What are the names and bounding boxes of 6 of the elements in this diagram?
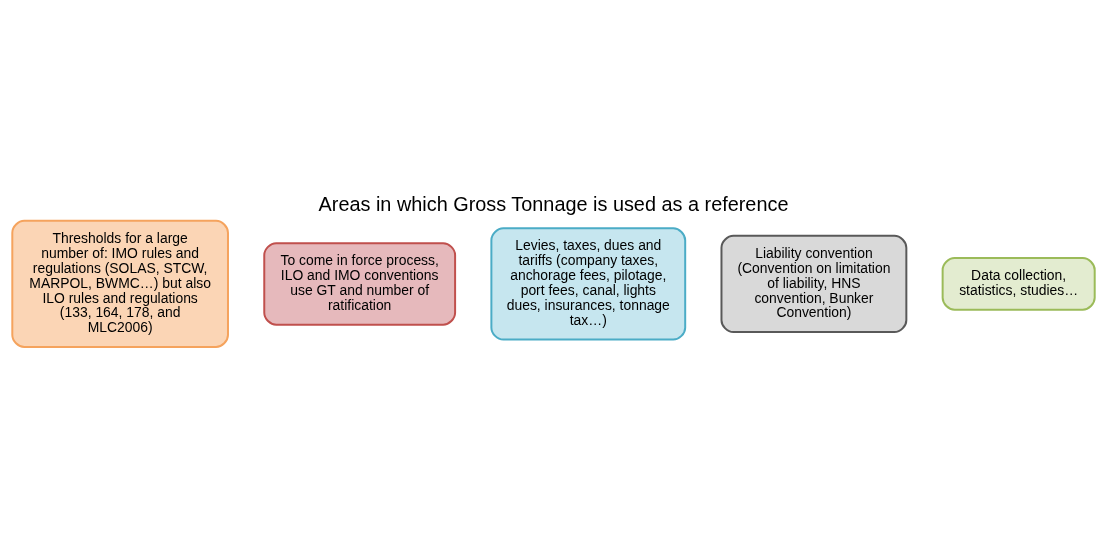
diagram-title: Areas in which Gross Tonnage is used as a reference: [318, 192, 789, 215]
node-box: To come in force process, ILO and IMO conventions use GT and number of ratification: [263, 241, 457, 326]
node-box: Levies, taxes, dues and tariffs (company taxes, anchorage fees, pilotage, port fees, canal, lights dues, insurances, tonnage tax…): [490, 226, 687, 341]
node-box: Liability convention (Convention on limitation of liability, HNS convention, Bunker Convention): [720, 234, 908, 333]
node-box: Data collection, statistics, studies…: [941, 256, 1096, 311]
node-box: Thresholds for a large number of: IMO rules and regulations (SOLAS, STCW, MARPOL, BWMC…) but also ILO rules and regulations (133, 164, 178, and MLC2006): [11, 219, 229, 348]
